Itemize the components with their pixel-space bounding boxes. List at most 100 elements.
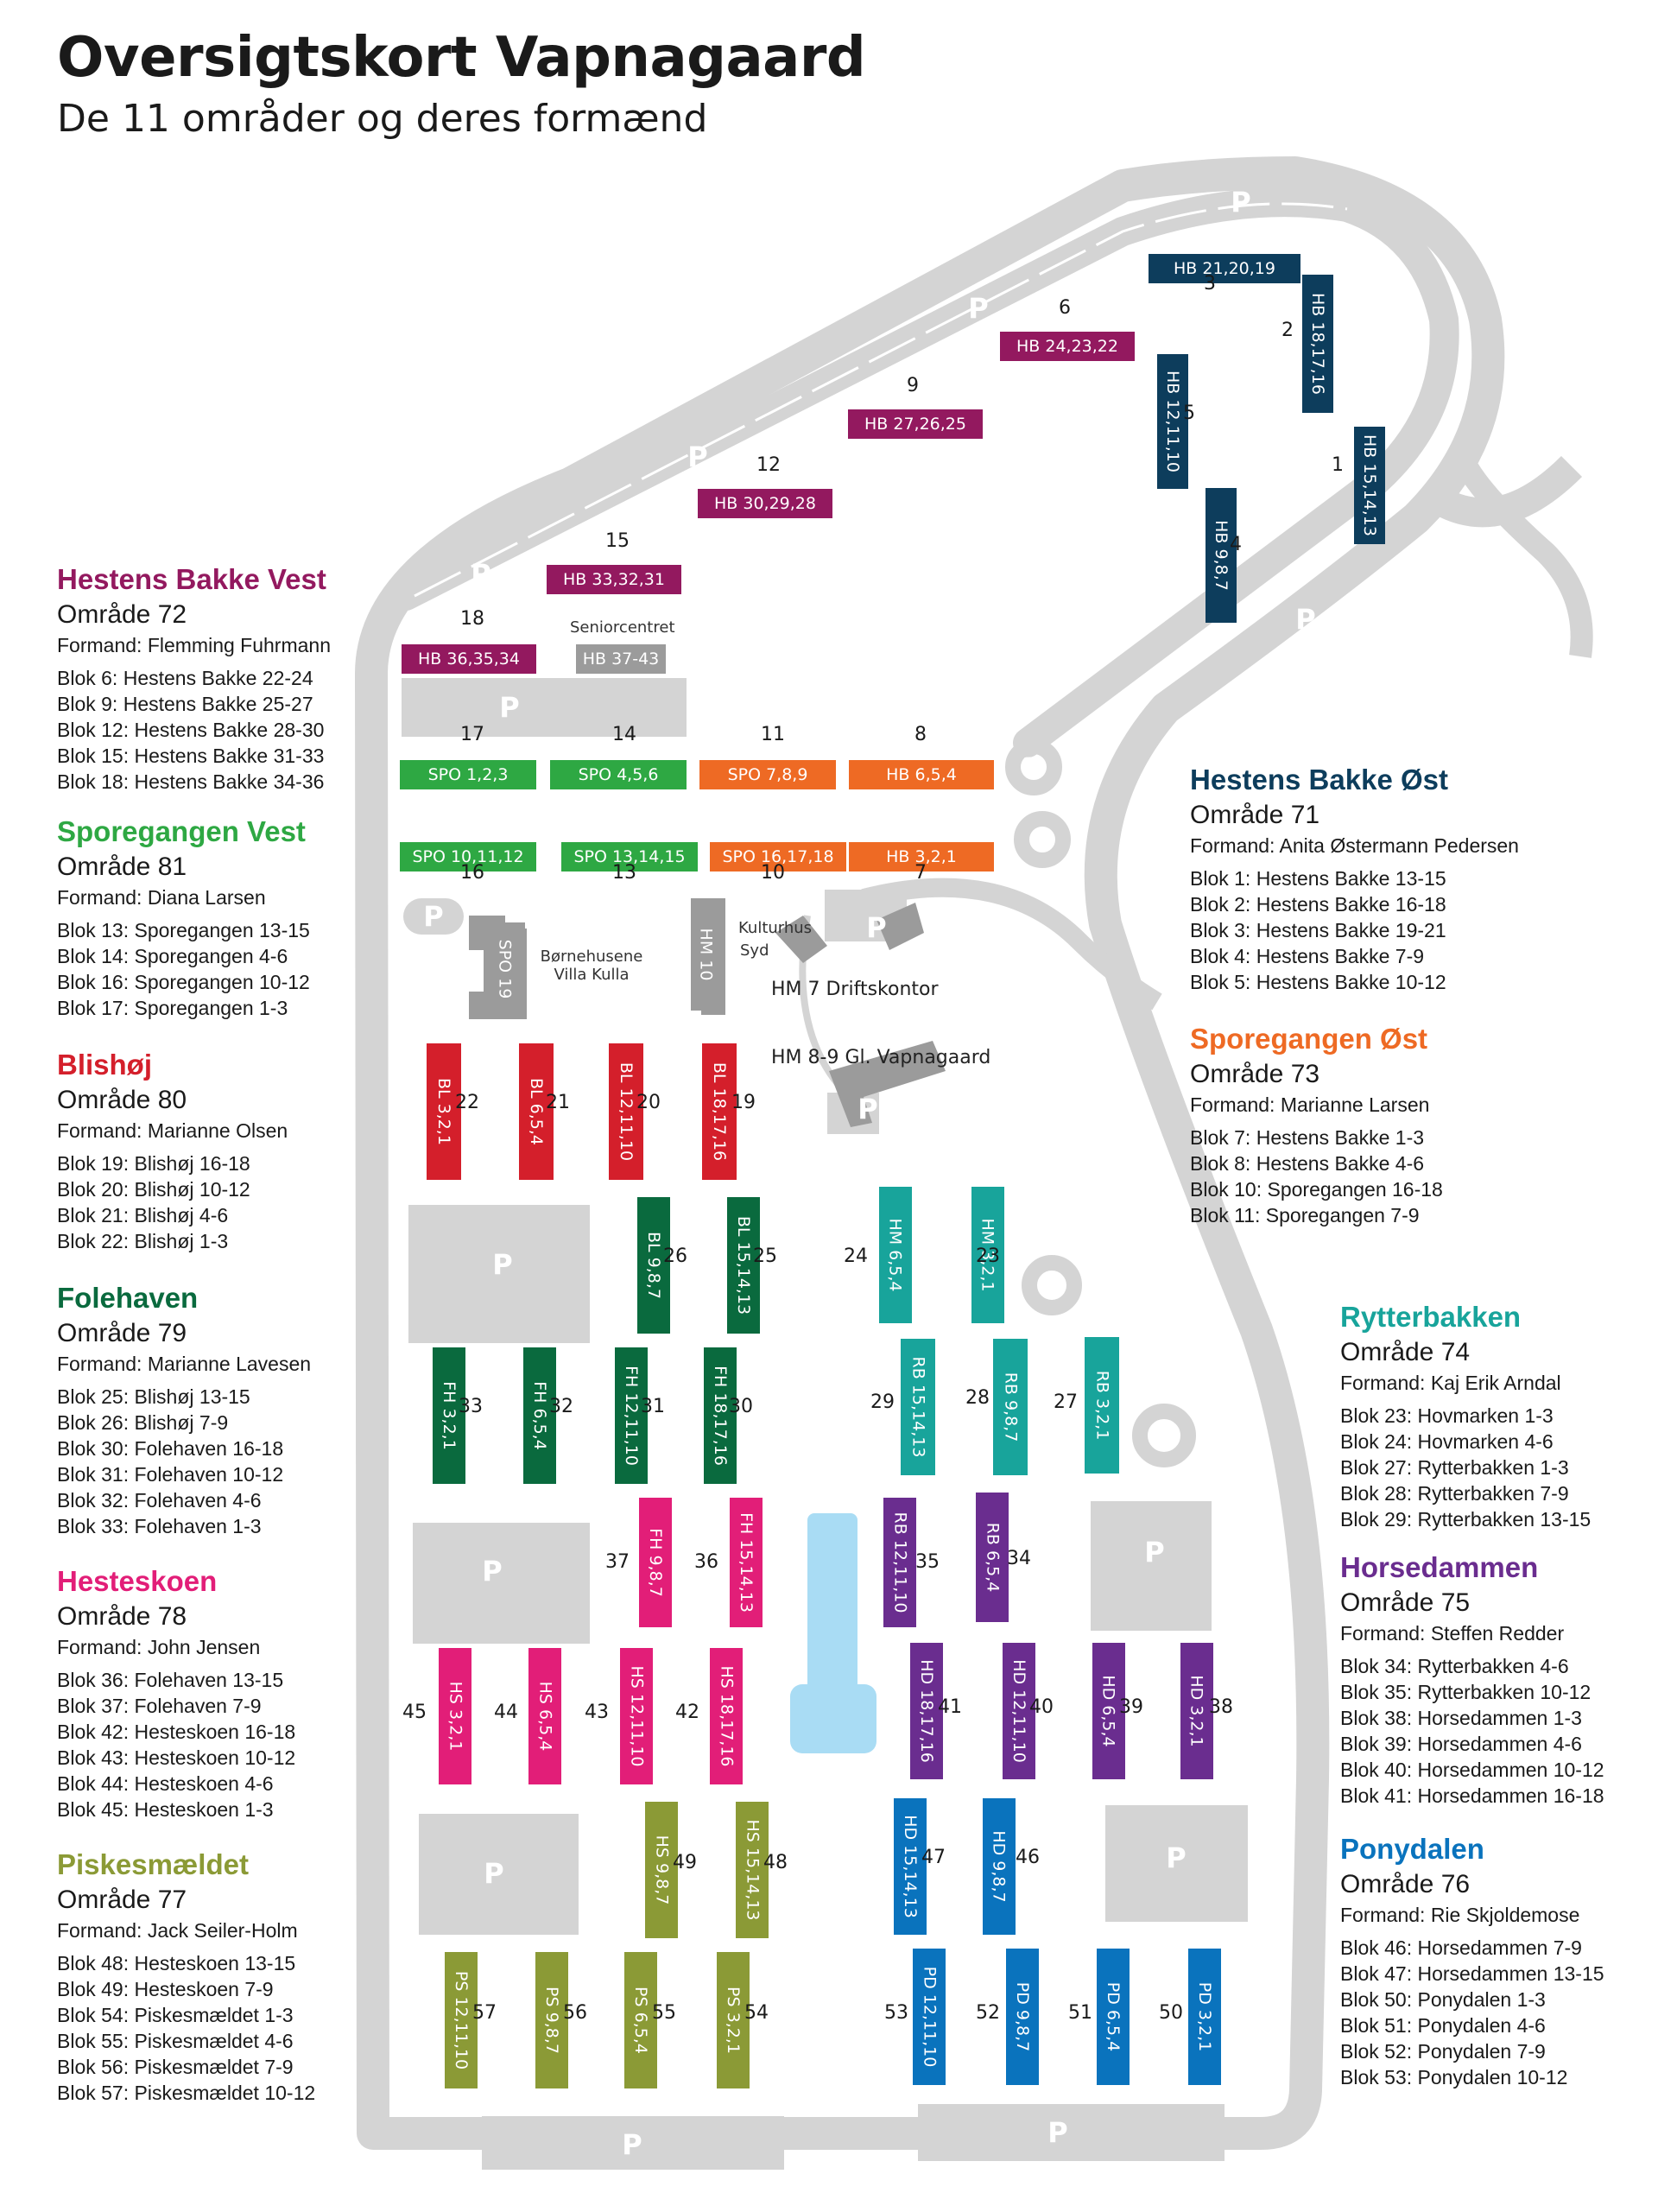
block-label: PD 12,11,10 xyxy=(920,1966,939,2068)
block-47: HD 15,14,13 xyxy=(894,1798,927,1935)
block-52: PD 9,8,7 xyxy=(1006,1949,1039,2085)
block-12: HB 30,29,28 xyxy=(698,489,832,518)
block-number: 3 xyxy=(1204,273,1216,295)
block-label: HM 10 xyxy=(696,928,715,981)
block-number: 35 xyxy=(915,1551,940,1573)
legend-block: Blok 48: Hesteskoen 13-15 xyxy=(57,1952,296,1974)
block-label: SPO 1,2,3 xyxy=(427,765,509,784)
block-18: HB 36,35,34 xyxy=(402,644,536,674)
block-11: SPO 7,8,9 xyxy=(699,760,836,789)
legend-block: Blok 43: Hesteskoen 10-12 xyxy=(57,1746,296,1769)
block-17: SPO 1,2,3 xyxy=(400,760,536,789)
block-label: PD 9,8,7 xyxy=(1013,1981,1033,2052)
block-21: BL 6,5,4 xyxy=(519,1043,554,1180)
pond-2 xyxy=(790,1684,876,1753)
legend-area: Område 77 xyxy=(57,1886,187,1914)
block-label: HD 12,11,10 xyxy=(1009,1659,1029,1763)
legend-title: Sporegangen Vest xyxy=(57,815,306,847)
legend-formand: Formand: Steffen Redder xyxy=(1340,1622,1565,1645)
block-number: 32 xyxy=(549,1396,573,1417)
block-hb-37-43: HB 37-43 xyxy=(576,644,666,674)
legend-block: Blok 3: Hestens Bakke 19-21 xyxy=(1190,919,1446,941)
block-number: 23 xyxy=(976,1245,1000,1267)
block-number: 54 xyxy=(744,2002,769,2024)
legend-block: Blok 15: Hestens Bakke 31-33 xyxy=(57,745,325,767)
label-kulturhus: Kulturhus xyxy=(738,919,813,937)
legend-block: Blok 4: Hestens Bakke 7-9 xyxy=(1190,945,1425,967)
block-14: SPO 4,5,6 xyxy=(550,760,687,789)
legend-area: Område 79 xyxy=(57,1319,187,1347)
block-number: 42 xyxy=(675,1702,699,1723)
block-number: 27 xyxy=(1054,1391,1078,1413)
legend-block: Blok 28: Rytterbakken 7-9 xyxy=(1340,1482,1569,1505)
block-48: HS 15,14,13 xyxy=(736,1802,769,1938)
legend-block: Blok 52: Ponydalen 7-9 xyxy=(1340,2040,1546,2063)
block-label: HB 6,5,4 xyxy=(886,765,957,784)
legend-block: Blok 40: Horsedammen 10-12 xyxy=(1340,1759,1604,1781)
block-50: PD 3,2,1 xyxy=(1188,1949,1221,2085)
block-8: HB 6,5,4 xyxy=(849,760,994,789)
legend-block: Blok 45: Hesteskoen 1-3 xyxy=(57,1798,274,1821)
legend-formand: Formand: Kaj Erik Arndal xyxy=(1340,1372,1561,1394)
block-label: FH 3,2,1 xyxy=(440,1381,459,1450)
block-number: 55 xyxy=(652,2002,676,2024)
label-hm89: HM 8-9 Gl. Vapnagaard xyxy=(771,1047,991,1068)
block-label: SPO 7,8,9 xyxy=(727,765,808,784)
block-35: RB 12,11,10 xyxy=(883,1498,916,1627)
block-28: RB 9,8,7 xyxy=(993,1339,1028,1475)
block-label: RB 6,5,4 xyxy=(983,1522,1002,1593)
block-number: 7 xyxy=(914,862,927,884)
block-number: 37 xyxy=(605,1551,630,1573)
svg-text:P: P xyxy=(622,2128,642,2161)
block-number: 51 xyxy=(1068,2002,1092,2024)
parking-symbols: P P P P P P P P P P P P P P P P P P P P … xyxy=(423,186,1400,2161)
block-number: 49 xyxy=(673,1852,697,1873)
legend-block: Blok 1: Hestens Bakke 13-15 xyxy=(1190,867,1446,890)
block-label: RB 12,11,10 xyxy=(890,1512,910,1613)
pond xyxy=(807,1513,857,1695)
legend-block: Blok 24: Hovmarken 4-6 xyxy=(1340,1430,1554,1453)
block-46: HD 9,8,7 xyxy=(983,1798,1016,1935)
ring-road xyxy=(355,156,1505,2150)
legend-block: Blok 50: Ponydalen 1-3 xyxy=(1340,1988,1546,2011)
legend-block: Blok 42: Hesteskoen 16-18 xyxy=(57,1721,296,1743)
block-number: 28 xyxy=(965,1387,990,1409)
block-label: PS 9,8,7 xyxy=(542,1987,561,2054)
block-40: HD 12,11,10 xyxy=(1003,1643,1035,1779)
block-number: 48 xyxy=(763,1852,788,1873)
svg-text:P: P xyxy=(968,292,988,325)
block-number: 46 xyxy=(1016,1847,1040,1868)
kultur-road xyxy=(861,878,1162,1011)
block-13: SPO 13,14,15 xyxy=(561,842,698,871)
legend-block: Blok 20: Blishøj 10-12 xyxy=(57,1178,250,1201)
svg-text:P: P xyxy=(1295,603,1315,636)
legend-title: Hestens Bakke Vest xyxy=(57,563,326,595)
block-51: PD 6,5,4 xyxy=(1097,1949,1130,2085)
block-label: SPO 13,14,15 xyxy=(573,847,686,866)
legend-block: Blok 12: Hestens Bakke 28-30 xyxy=(57,719,325,741)
label-hm7: HM 7 Driftskontor xyxy=(771,979,939,1000)
svg-text:P: P xyxy=(1041,1270,1061,1302)
svg-text:P: P xyxy=(866,911,886,944)
legend-block: Blok 36: Folehaven 13-15 xyxy=(57,1669,284,1691)
block-label: PS 3,2,1 xyxy=(724,1987,743,2054)
legend-block: Blok 7: Hestens Bakke 1-3 xyxy=(1190,1126,1425,1149)
block-number: 5 xyxy=(1183,402,1195,424)
legend-block: Blok 26: Blishøj 7-9 xyxy=(57,1411,229,1434)
legend-area: Område 76 xyxy=(1340,1870,1471,1898)
block-number: 41 xyxy=(938,1696,962,1718)
block-label: HD 9,8,7 xyxy=(990,1830,1009,1903)
block-number: 22 xyxy=(455,1092,479,1113)
legend-area: Område 72 xyxy=(57,600,187,629)
page-subtitle: De 11 områder og deres formænd xyxy=(57,97,708,141)
legend-block: Blok 41: Horsedammen 16-18 xyxy=(1340,1784,1604,1807)
block-label: HB 3,2,1 xyxy=(886,847,957,866)
block-label: HD 15,14,13 xyxy=(901,1815,921,1918)
svg-text:P: P xyxy=(1231,186,1250,219)
legend-area: Område 75 xyxy=(1340,1588,1471,1617)
block-label: HD 18,17,16 xyxy=(917,1659,937,1763)
